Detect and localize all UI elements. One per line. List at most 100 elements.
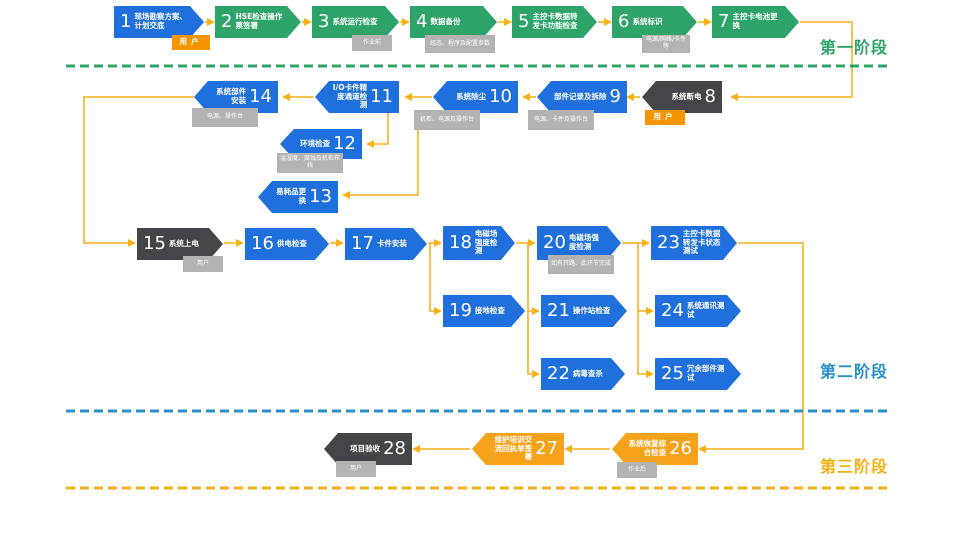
step-label: 易耗品更换 bbox=[276, 187, 307, 205]
tag-after-work: 作业后 bbox=[617, 462, 657, 478]
step-21: 21 操作站检查 bbox=[541, 295, 627, 327]
step-4: 4 数据备份 bbox=[410, 6, 497, 38]
step-label: 环境检查 bbox=[300, 138, 331, 148]
step-label: 系统部件安装 bbox=[216, 87, 247, 105]
step-number: 8 bbox=[704, 86, 716, 107]
step-3: 3 系统运行检查 bbox=[312, 6, 399, 38]
step-24: 24 系统通讯测试 bbox=[655, 295, 741, 327]
tag-remove-objects: 电源、卡件及操作台 bbox=[528, 110, 594, 130]
stage-label-2: 第二阶段 bbox=[820, 362, 889, 381]
step-20: 20 电磁场强度检测 bbox=[537, 226, 621, 260]
step-7: 7 主控卡电池更换 bbox=[712, 6, 799, 38]
step-label: 项目验收 bbox=[350, 443, 381, 453]
tag-install-objects: 电源、操作台 bbox=[192, 108, 258, 127]
step-label: 系统断电 bbox=[671, 91, 702, 101]
step-number: 4 bbox=[416, 11, 428, 32]
tag-field-note: 如有开路、此环节完成 bbox=[548, 255, 614, 274]
step-label: 接地检查 bbox=[474, 305, 505, 315]
tag-backup-objects: 组态、程序及配置参数 bbox=[425, 35, 495, 53]
step-number: 19 bbox=[449, 300, 472, 321]
step-number: 3 bbox=[318, 11, 330, 32]
step-number: 21 bbox=[547, 300, 570, 321]
step-label: 主控卡电池更换 bbox=[732, 12, 778, 30]
tag-env-objects: 温湿度、腐蚀及机柜布线 bbox=[277, 153, 343, 173]
tag-identify-objects: 电源/网络/卡件等 bbox=[642, 35, 690, 53]
step-15: 15 系统上电 bbox=[137, 228, 223, 260]
step-number: 5 bbox=[518, 11, 530, 32]
step-2: 2 HSE检查操作票签署 bbox=[215, 6, 301, 38]
step-26: 26 系统恢复综合检查 bbox=[612, 433, 698, 465]
step-10: 10 系统除尘 bbox=[433, 81, 518, 113]
step-label: 部件记录及拆除 bbox=[554, 91, 607, 101]
step-13: 13 易耗品更换 bbox=[258, 181, 338, 213]
step-25: 25 冗余部件测试 bbox=[655, 358, 741, 390]
step-17: 17 卡件安装 bbox=[345, 228, 427, 260]
step-number: 15 bbox=[143, 233, 166, 254]
step-number: 9 bbox=[609, 86, 621, 107]
step-9: 9 部件记录及拆除 bbox=[537, 81, 627, 113]
step-label: 系统除尘 bbox=[456, 91, 487, 101]
step-label: 系统标识 bbox=[632, 16, 663, 26]
step-6: 6 系统标识 bbox=[612, 6, 697, 38]
step-label: 主控卡数据转发卡功能检查 bbox=[532, 12, 578, 30]
step-19: 19 接地检查 bbox=[443, 295, 525, 327]
step-number: 13 bbox=[309, 186, 332, 207]
step-number: 22 bbox=[547, 363, 570, 384]
step-1: 1 现场勘察方案、计划交底 bbox=[114, 6, 204, 38]
step-number: 27 bbox=[535, 438, 558, 459]
step-label: 现场勘察方案、计划交底 bbox=[134, 12, 187, 30]
step-label: 供电检查 bbox=[276, 238, 307, 248]
step-11: 11 I/O卡件精度通道检测 bbox=[315, 81, 399, 113]
user-tag: 用户 bbox=[336, 461, 376, 477]
user-tag: 用户 bbox=[183, 256, 223, 272]
step-28: 28 项目验收 bbox=[324, 433, 412, 465]
step-number: 17 bbox=[351, 233, 374, 254]
step-label: 系统上电 bbox=[168, 238, 199, 248]
step-27: 27 维护培训交流回执单签署 bbox=[472, 433, 564, 465]
step-22: 22 病毒查杀 bbox=[541, 358, 625, 390]
step-number: 7 bbox=[718, 11, 730, 32]
step-label: 数据备份 bbox=[430, 16, 461, 26]
step-label: 主控卡数据转发卡状态测试 bbox=[682, 229, 721, 256]
step-8: 8 系统断电 bbox=[642, 81, 722, 113]
step-label: 维护培训交流回执单签署 bbox=[494, 435, 533, 462]
step-label: 操作站检查 bbox=[572, 305, 611, 315]
step-18: 18 电磁场强度检测 bbox=[443, 226, 515, 260]
step-number: 26 bbox=[669, 438, 692, 459]
step-number: 6 bbox=[618, 11, 630, 32]
step-number: 1 bbox=[120, 11, 132, 32]
step-number: 12 bbox=[333, 133, 356, 154]
step-label: 系统恢复综合检查 bbox=[628, 439, 667, 457]
step-number: 24 bbox=[661, 300, 684, 321]
step-23: 23 主控卡数据转发卡状态测试 bbox=[651, 226, 737, 260]
step-number: 23 bbox=[657, 232, 680, 253]
tag-before-work: 作业前 bbox=[352, 35, 392, 51]
step-number: 10 bbox=[489, 86, 512, 107]
step-label: HSE检查操作票签署 bbox=[235, 12, 283, 30]
user-tag: 用户 bbox=[172, 35, 210, 50]
stage-label-1: 第一阶段 bbox=[820, 38, 889, 57]
step-5: 5 主控卡数据转发卡功能检查 bbox=[512, 6, 597, 38]
step-14: 14 系统部件安装 bbox=[194, 81, 278, 113]
step-label: 病毒查杀 bbox=[572, 368, 603, 378]
step-number: 2 bbox=[221, 11, 233, 32]
step-12: 12 环境检查 bbox=[280, 129, 362, 159]
step-label: 系统运行检查 bbox=[332, 16, 378, 26]
step-16: 16 供电检查 bbox=[245, 228, 329, 260]
step-label: 电磁场强度检测 bbox=[474, 229, 498, 256]
step-number: 28 bbox=[383, 438, 406, 459]
step-label: 冗余部件测试 bbox=[686, 364, 725, 382]
step-number: 11 bbox=[370, 86, 393, 107]
step-label: 卡件安装 bbox=[376, 238, 407, 248]
tag-dust-objects: 机柜、电源及操作台 bbox=[414, 110, 480, 130]
step-label: I/O卡件精度通道检测 bbox=[332, 83, 368, 110]
step-number: 25 bbox=[661, 363, 684, 384]
step-number: 20 bbox=[543, 232, 566, 253]
step-label: 电磁场强度检测 bbox=[568, 233, 599, 251]
stage-label-3: 第三阶段 bbox=[820, 457, 889, 476]
step-number: 18 bbox=[449, 232, 472, 253]
step-label: 系统通讯测试 bbox=[686, 301, 725, 319]
step-number: 14 bbox=[249, 86, 272, 107]
user-tag: 用户 bbox=[645, 110, 685, 125]
